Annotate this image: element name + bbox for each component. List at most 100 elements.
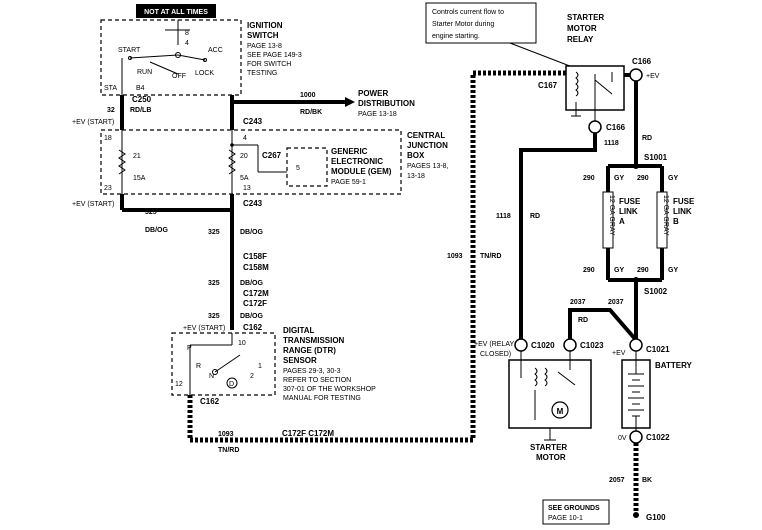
- power-dist-l2: DISTRIBUTION: [358, 99, 415, 108]
- fuse-link-a: [602, 191, 614, 249]
- c2037-b: 2037: [608, 299, 624, 306]
- cjb-l1: CENTRAL: [407, 131, 445, 140]
- relay-l2: MOTOR: [567, 24, 597, 33]
- motor-m: M: [557, 407, 564, 416]
- cjb-pin-23: 23: [104, 185, 112, 192]
- relay-l1: STARTER: [567, 13, 604, 22]
- c243-top: C243: [243, 117, 263, 126]
- c2037-a: 2037: [570, 299, 586, 306]
- c167-label: C167: [538, 81, 558, 90]
- c1020-terminal: [514, 338, 528, 352]
- rd-top: RD: [642, 135, 652, 142]
- circuit-1000: 1000: [300, 92, 316, 99]
- c2057: 2057: [609, 477, 625, 484]
- circuit-1093-a: 1093: [218, 431, 234, 438]
- callout-l1: Controls current flow to: [432, 9, 504, 16]
- ign-title1: IGNITION: [247, 21, 283, 30]
- ev-relay-closed-2: CLOSED): [480, 351, 511, 358]
- circuit-32-color: RD/LB: [130, 107, 151, 114]
- rd-c1023: RD: [578, 317, 588, 324]
- fuse-link-b-body: 12 GA GRAY: [662, 195, 669, 236]
- callout-l3: engine starting.: [432, 33, 480, 40]
- dtr-r: R: [196, 363, 201, 370]
- c172f-label: C172F: [243, 299, 267, 308]
- battery-cells: [628, 351, 644, 432]
- cjb-l2: JUNCTION: [407, 141, 448, 150]
- circuit-1118-color: RD: [530, 213, 540, 220]
- ign-desc3: FOR SWITCH: [247, 61, 291, 68]
- c158m-label: C158M: [243, 263, 269, 272]
- dtr-l8: MANUAL FOR TESTING: [283, 395, 361, 402]
- gem-l3: MODULE (GEM): [331, 167, 392, 176]
- gem-box: [286, 147, 328, 187]
- callout-l2: Starter Motor during: [432, 21, 494, 28]
- circuit-325-d-color: DB/OG: [240, 313, 264, 320]
- c290-2: 290: [637, 175, 649, 182]
- ign-b4: B4: [136, 85, 145, 92]
- ign-start: START: [118, 47, 141, 54]
- dtr-1: 1: [258, 363, 262, 370]
- motor-m-circle: [551, 401, 569, 419]
- dtr-l2: TRANSMISSION: [283, 336, 345, 345]
- cjb-pin-21: 21: [133, 153, 141, 160]
- c290-1: 290: [583, 175, 595, 182]
- c250-label: C250: [132, 95, 152, 104]
- ign-run: RUN: [137, 69, 152, 76]
- s1002-label: S1002: [644, 287, 668, 296]
- ev-166: +EV: [646, 73, 660, 80]
- c290-3: 290: [583, 267, 595, 274]
- ev-start-3: +EV (START): [183, 325, 225, 332]
- c172f-c172m-label: C172F C172M: [282, 429, 334, 438]
- circuit-1118-b: 1118: [496, 213, 511, 220]
- cjb-l5: 13-18: [407, 173, 425, 180]
- fuse-a-l3: A: [619, 217, 625, 226]
- dtr-2: 2: [250, 373, 254, 380]
- c166-mid-label: C166: [606, 123, 626, 132]
- circuit-1093-b-color: TN/RD: [480, 253, 501, 260]
- gem-l4: PAGE 59-1: [331, 179, 366, 186]
- cjb-pin-13: 13: [243, 185, 251, 192]
- ign-pin-4: 4: [185, 40, 189, 47]
- c1021-terminal: [629, 338, 643, 352]
- cjb-pin-20: 20: [240, 153, 248, 160]
- fuse-b-l1: FUSE: [673, 197, 695, 206]
- ign-desc2: SEE PAGE 149-3: [247, 52, 302, 59]
- dtr-l6: REFER TO SECTION: [283, 377, 351, 384]
- grounds-l2: PAGE 10-1: [548, 515, 583, 522]
- circuit-325-c-color: DB/OG: [240, 280, 264, 287]
- gy-1: GY: [614, 175, 624, 182]
- gy-2: GY: [668, 175, 678, 182]
- gem-l2: ELECTRONIC: [331, 157, 383, 166]
- callout-box: [425, 2, 537, 44]
- c1020-label: C1020: [531, 341, 555, 350]
- dtr-p: P: [187, 345, 192, 352]
- c1022-terminal: [629, 430, 643, 444]
- c172m-label: C172M: [243, 289, 269, 298]
- c158f-label: C158F: [243, 252, 267, 261]
- c166-mid-terminal: [588, 120, 602, 134]
- fuse-b-l3: B: [673, 217, 679, 226]
- g100-label: G100: [646, 513, 666, 522]
- dtr-l4: SENSOR: [283, 356, 317, 365]
- ev-1021: +EV: [612, 350, 626, 357]
- power-dist-l1: POWER: [358, 89, 388, 98]
- ign-desc1: PAGE 13-8: [247, 43, 282, 50]
- gem-pin: 5: [296, 165, 300, 172]
- c166-top-label: C166: [632, 57, 652, 66]
- power-dist-arrow: [345, 97, 355, 107]
- circuit-325-a-color: DB/OG: [145, 227, 169, 234]
- cjb-pin-15a: 15A: [133, 175, 146, 182]
- power-dist-l3: PAGE 13-18: [358, 111, 397, 118]
- central-junction-box: [100, 129, 402, 195]
- bk: BK: [642, 477, 652, 484]
- c1023-terminal: [563, 338, 577, 352]
- circuit-32: 32: [107, 107, 115, 114]
- starter-motor-box: [508, 359, 592, 429]
- fuse-b-l2: LINK: [673, 207, 692, 216]
- grounds-box: [542, 499, 610, 525]
- ignition-switch-box: [100, 19, 242, 96]
- fuse-a-l2: LINK: [619, 207, 638, 216]
- c162-top: C162: [243, 323, 263, 332]
- dtr-n: N: [209, 373, 214, 380]
- gy-4: GY: [668, 267, 678, 274]
